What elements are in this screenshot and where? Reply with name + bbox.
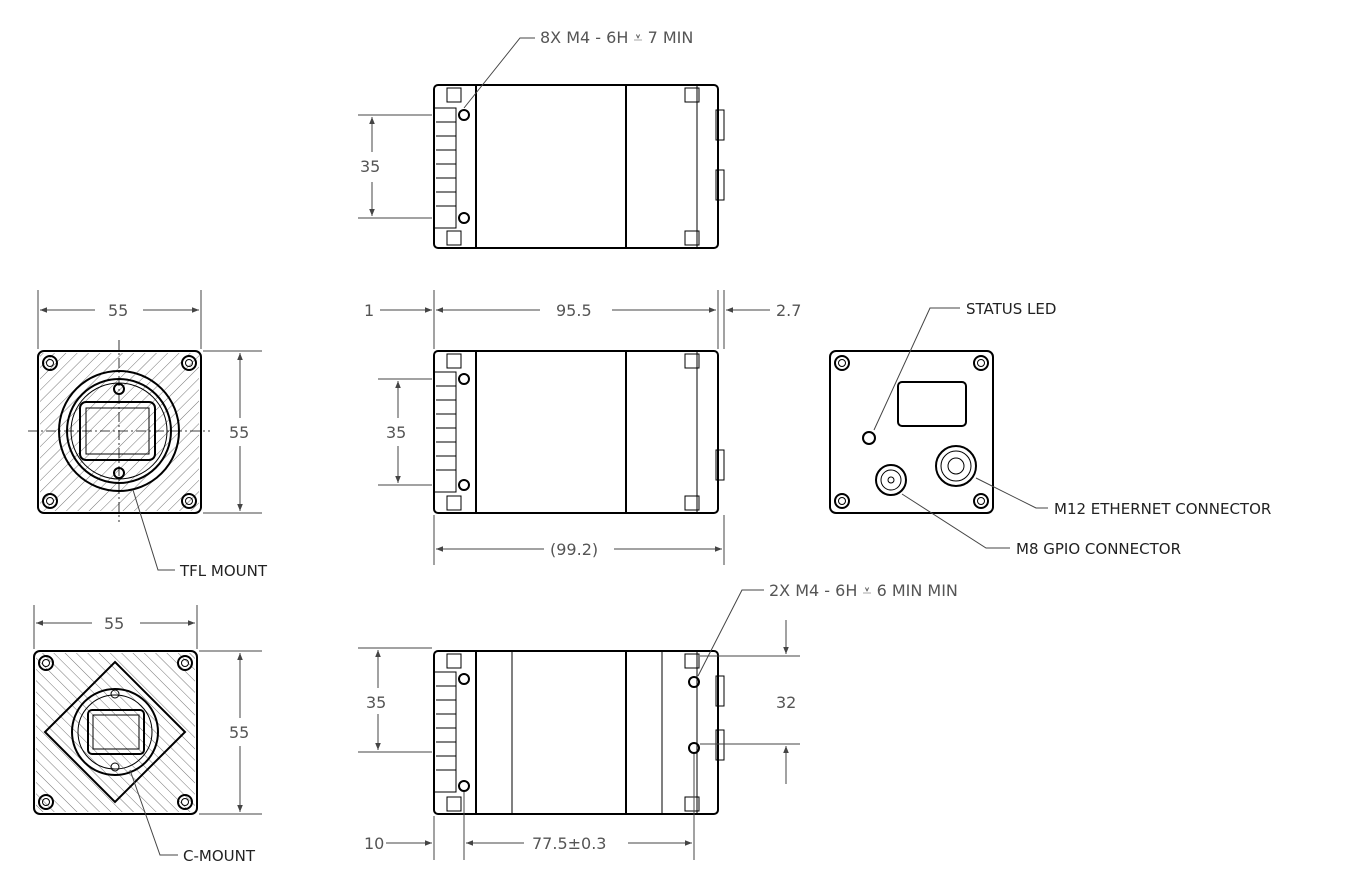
side-right-offset-dimension: 2.7: [776, 301, 801, 320]
top-holes-callout: 8X M4 - 6H ⩡ 7 MIN: [540, 28, 693, 47]
label-plate: [897, 381, 967, 427]
mounting-hole: [458, 109, 470, 121]
cmount-body: [33, 650, 198, 815]
side-total-dimension: (99.2): [550, 540, 598, 559]
cmount-height-dimension: 55: [229, 723, 249, 742]
cmount-width-dimension: 55: [104, 614, 124, 633]
bottom-hole-spacing-dimension: 77.5±0.3: [532, 834, 606, 853]
m8-callout: M8 GPIO CONNECTOR: [1016, 540, 1181, 558]
bottom-right-height-dimension: 32: [776, 693, 796, 712]
top-holes-leader: [463, 37, 535, 109]
m8-connector: [875, 464, 907, 496]
tfl-mount-callout: TFL MOUNT: [179, 562, 268, 580]
m12-connector: [935, 445, 977, 487]
side-length-dimension: 95.5: [556, 301, 592, 320]
side-height-dimension: 35: [386, 423, 406, 442]
mounting-hole: [458, 212, 470, 224]
top-height-dimension: 35: [360, 157, 380, 176]
side-left-offset-dimension: 1: [364, 301, 374, 320]
status-led-callout: STATUS LED: [966, 300, 1056, 318]
side-view: 1 95.5 2.7 35 (99.2): [364, 290, 801, 565]
front-view-tfl: 55 55 TFL MOUNT: [28, 290, 268, 580]
bottom-height-dimension: 35: [366, 693, 386, 712]
tfl-width-dimension: 55: [108, 301, 128, 320]
cmount-sensor: [87, 709, 145, 755]
bottom-offset-dimension: 10: [364, 834, 384, 853]
rear-view: STATUS LED M12 ETHERNET CONNECTOR M8 GPI…: [829, 300, 1271, 558]
bottom-holes-callout: 2X M4 - 6H ⩡ 6 MIN MIN: [769, 581, 958, 600]
tfl-body: [37, 350, 202, 514]
cmount-callout: C-MOUNT: [183, 847, 256, 865]
bottom-view: 2X M4 - 6H ⩡ 6 MIN MIN 35 32 10 77.5±0.3: [358, 581, 958, 860]
bottom-view-fins: [433, 671, 457, 793]
status-led: [862, 431, 876, 445]
top-view-fins: [433, 107, 457, 229]
tfl-height-dimension: 55: [229, 423, 249, 442]
rear-view-body: [829, 350, 994, 514]
side-view-fins: [433, 371, 457, 493]
front-view-cmount: 55 55 C-MOUNT: [33, 605, 262, 865]
top-view: 8X M4 - 6H ⩡ 7 MIN 35: [358, 28, 725, 249]
m12-callout: M12 ETHERNET CONNECTOR: [1054, 500, 1271, 518]
